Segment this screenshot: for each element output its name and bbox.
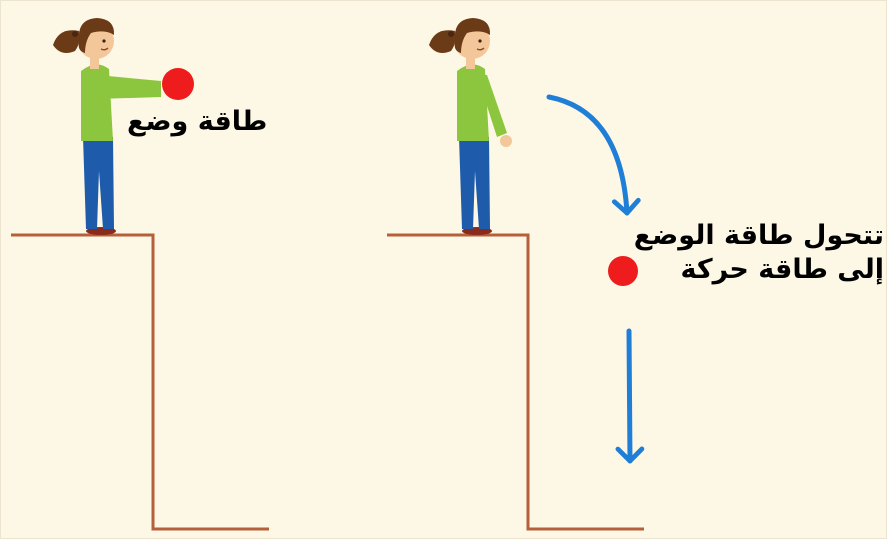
ball-held [162,68,194,100]
left-girl-arm [97,75,161,99]
left-girl-hair [78,18,115,53]
right-girl-arm [477,75,507,137]
right-girl-figure [429,18,512,235]
energy-transform-label: تتحول طاقة الوضع إلى طاقة حركة [634,219,884,287]
energy-transform-line1: تتحول طاقة الوضع [633,220,884,251]
left-girl-figure [53,18,178,235]
right-girl-hand [500,135,512,147]
energy-transform-line2: إلى طاقة حركة [680,253,884,285]
down-arrow [615,328,645,464]
right-girl-pants [459,137,490,229]
right-girl-hair [454,18,491,53]
ball-falling [608,256,638,286]
right-ledge [387,233,644,531]
left-girl-pants [83,137,114,229]
curved-arrow [546,94,641,216]
potential-energy-label: طاقة وضع [127,106,268,137]
left-ledge [11,233,269,531]
